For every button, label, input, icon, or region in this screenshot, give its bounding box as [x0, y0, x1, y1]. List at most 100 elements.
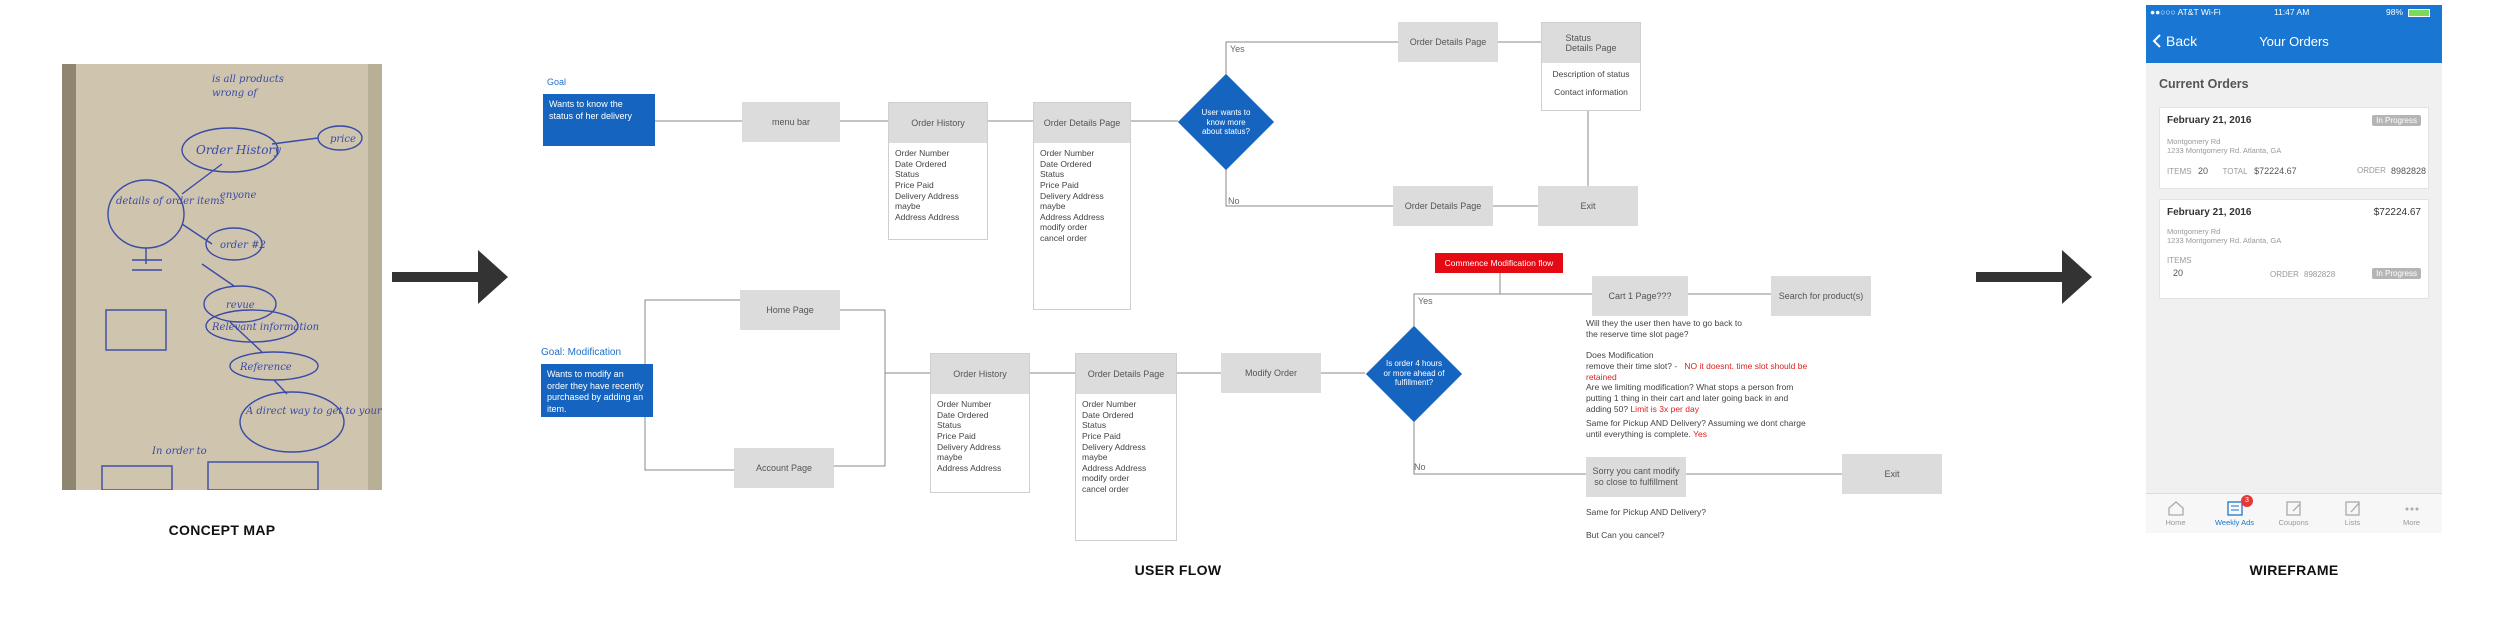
sketch-note-12: In order to — [151, 446, 207, 457]
total-value: $72224.67 — [2254, 166, 2297, 176]
decision-fulfillment-text: Is order 4 hours or more ahead of fulfil… — [1383, 359, 1445, 388]
goal-modification-label: Goal: Modification — [541, 347, 622, 358]
account-page-box: Account Page — [734, 448, 834, 488]
cart-page-box: Cart 1 Page??? — [1592, 276, 1688, 316]
order-address-2: 1233 Montgomery Rd. Atlanta, GA — [2167, 146, 2282, 155]
order-details-yes-box: Order Details Page — [1398, 22, 1498, 62]
question-4-answer: Yes — [1693, 429, 1707, 440]
battery-icon — [2408, 9, 2430, 17]
order-history-title-2: Order History — [931, 354, 1029, 394]
sorry-box: Sorry you cant modify so close to fulfil… — [1586, 457, 1686, 497]
home-page-box: Home Page — [740, 290, 840, 330]
order-total: $72224.67 — [2373, 207, 2421, 218]
items-count: 20 — [2173, 268, 2184, 278]
back-label: Back — [2166, 33, 2198, 49]
decision-status-text: User wants to know more about status? — [1201, 108, 1251, 137]
tab-weekly-ads[interactable]: Weekly Ads 3 — [2205, 494, 2264, 533]
order-history-title: Order History — [889, 103, 987, 143]
order-card-1[interactable]: February 21, 2016 In Progress Montgomery… — [2159, 107, 2429, 189]
sketch-note-5: enyone — [220, 190, 256, 201]
order-details-card: Order Details Page Order Number Date Ord… — [1033, 102, 1131, 310]
question-3-answer: Limit is 3x per day — [1630, 404, 1699, 415]
sketch-note-1: is all products — [212, 74, 284, 85]
tab-more[interactable]: More — [2382, 494, 2441, 533]
question-2: Does Modification remove their time slot… — [1586, 350, 1826, 383]
order-history-items: Order Number Date Ordered Status Price P… — [895, 148, 960, 222]
items-count: 20 — [2197, 166, 2208, 176]
exit-top-box: Exit — [1538, 186, 1638, 226]
sketch-note-2: wrong of — [212, 88, 259, 99]
notification-badge: 3 — [2241, 495, 2253, 507]
sketch-note-9: Relevant information — [211, 322, 319, 333]
order-details-items-2: Order Number Date Ordered Status Price P… — [1082, 399, 1147, 494]
nav-title: Your Orders — [2259, 34, 2329, 49]
goal-modification-box: Wants to modify an order they have recen… — [541, 364, 653, 417]
caption-user-flow: USER FLOW — [1134, 562, 1222, 578]
order-history-card: Order History Order Number Date Ordered … — [888, 102, 988, 240]
order-details-title-2: Order Details Page — [1076, 354, 1176, 394]
no-label-2: No — [1414, 462, 1426, 472]
back-button[interactable]: Back — [2152, 33, 2197, 49]
tab-home[interactable]: Home — [2146, 494, 2205, 533]
status-badge: In Progress — [2372, 268, 2421, 279]
concept-map-photo: is all products wrong of price Order His… — [62, 64, 382, 490]
order-history-card-2: Order History Order Number Date Ordered … — [930, 353, 1030, 493]
yes-label: Yes — [1230, 44, 1245, 54]
question-2-text: Does Modification remove their time slot… — [1586, 350, 1678, 372]
tab-lists-label: Lists — [2344, 518, 2361, 527]
more-icon — [2405, 507, 2418, 511]
coupons-icon — [2285, 501, 2301, 516]
nav-bar: Back Your Orders — [2146, 21, 2442, 63]
chevron-left-icon — [2152, 34, 2161, 48]
tab-weekly-ads-label: Weekly Ads — [2214, 518, 2255, 527]
carrier-text: ●●○○○ AT&T Wi-Fi — [2150, 7, 2221, 17]
order-number: 8982828 — [2304, 270, 2336, 279]
sketch-note-11: A direct way to get to your cart — [245, 406, 382, 417]
status-badge: In Progress — [2372, 115, 2421, 126]
order-address-1: Montgomery Rd — [2167, 137, 2221, 146]
time-text: 11:47 AM — [2274, 7, 2310, 17]
caption-wireframe: WIREFRAME — [2249, 562, 2339, 578]
sketch-note-6: order #2 — [220, 240, 266, 251]
order-address-1: Montgomery Rd — [2167, 227, 2221, 236]
arrow-right-icon-2 — [1976, 250, 2092, 304]
order-card-2[interactable]: February 21, 2016 $72224.67 Montgomery R… — [2159, 199, 2429, 299]
question-6: But Can you cancel? — [1586, 530, 1665, 540]
sketch-note-7: details of order items — [116, 196, 225, 207]
order-date: February 21, 2016 — [2167, 207, 2252, 218]
order-number: 8982828 — [2391, 166, 2427, 176]
section-title: Current Orders — [2159, 77, 2249, 91]
ads-icon — [2226, 501, 2243, 516]
status-bar: ●●○○○ AT&T Wi-Fi 11:47 AM 98% — [2146, 5, 2442, 21]
yes-label-2: Yes — [1418, 296, 1433, 306]
status-details-item-1: Description of status — [1552, 69, 1630, 79]
sketch-note-8: revue — [226, 300, 255, 311]
exit-bottom-box: Exit — [1842, 454, 1942, 494]
order-label: ORDER — [2357, 166, 2386, 175]
question-5: Same for Pickup AND Delivery? — [1586, 507, 1706, 517]
question-3-text: Are we limiting modification? What stops… — [1586, 382, 1794, 415]
sketch-note-4: Order History — [196, 143, 281, 157]
tab-coupons[interactable]: Coupons — [2264, 494, 2323, 533]
tab-more-label: More — [2402, 518, 2421, 527]
phone-wireframe: ●●○○○ AT&T Wi-Fi 11:47 AM 98% Back Your … — [2146, 5, 2442, 533]
question-1: Will they the user then have to go back … — [1586, 318, 1742, 340]
modify-order-box: Modify Order — [1221, 353, 1321, 393]
order-label: ORDER — [2270, 270, 2299, 279]
tab-bar: Home Weekly Ads 3 Coupons Lists More — [2146, 493, 2442, 533]
question-4: Same for Pickup AND Delivery? Assuming w… — [1586, 418, 1820, 440]
arrow-right-icon — [392, 250, 508, 304]
status-details-item-2: Contact information — [1554, 86, 1628, 97]
question-3: Are we limiting modification? What stops… — [1586, 382, 1796, 415]
sketch-note-3: price — [330, 134, 356, 145]
tab-coupons-label: Coupons — [2278, 518, 2309, 527]
order-summary-row: ITEMS 20 TOTAL $72224.67 ORDER 8982828 — [2167, 166, 2427, 176]
home-icon — [2167, 501, 2184, 516]
status-details-title: Status Details Page — [1542, 23, 1640, 63]
caption-concept-map: CONCEPT MAP — [168, 522, 276, 538]
tab-lists[interactable]: Lists — [2323, 494, 2382, 533]
tab-home-label: Home — [2165, 518, 2186, 527]
question-2-answer: NO it doesnt. time slot should be retain… — [1586, 361, 1808, 383]
order-history-items-2: Order Number Date Ordered Status Price P… — [937, 399, 1002, 473]
